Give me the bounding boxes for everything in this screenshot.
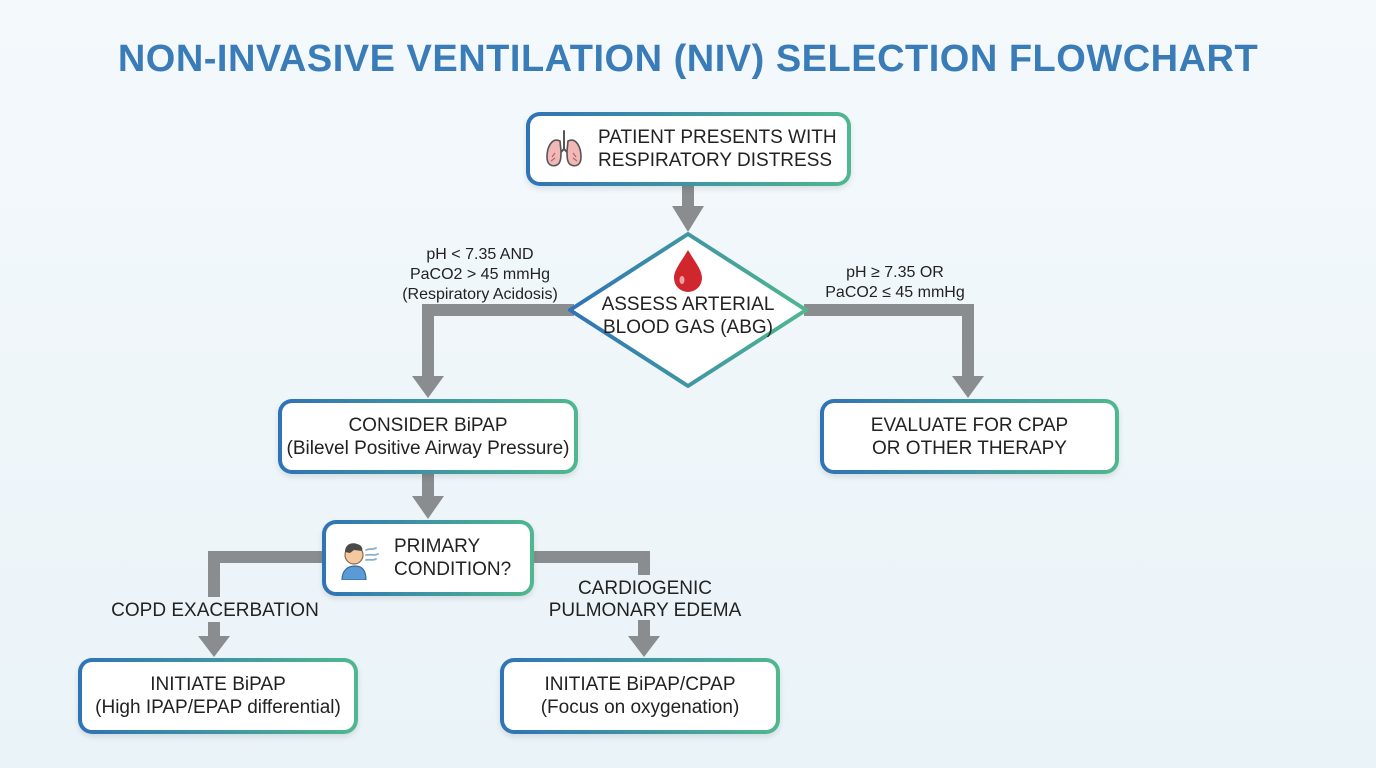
arrowhead-to-copd-result <box>198 636 230 657</box>
patient-breathing-icon <box>341 543 379 580</box>
bipap-line-1: CONSIDER BiPAP <box>348 414 508 436</box>
arrowhead-to-cpap <box>952 376 984 398</box>
abg-line-2: BLOOD GAS (ABG) <box>603 317 773 338</box>
copd-edge-label: COPD EXACERBATION <box>100 600 330 622</box>
normal-edge-label: pH ≥ 7.35 OR PaCO2 ≤ 45 mmHg <box>800 263 990 303</box>
arrowhead-to-edema-result <box>628 636 660 657</box>
abg-decision-text: ASSESS ARTERIAL BLOOD GAS (ABG) <box>588 293 788 339</box>
blood-drop-icon <box>674 250 702 292</box>
normal-line-2: PaCO2 ≤ 45 mmHg <box>825 284 965 301</box>
connector-condition-right-h <box>532 551 650 563</box>
condition-line-2: CONDITION? <box>394 559 512 580</box>
cpap-line-2: OR OTHER THERAPY <box>872 437 1067 459</box>
condition-line-1: PRIMARY <box>394 536 481 557</box>
bipap-line-2: (Bilevel Positive Airway Pressure) <box>286 437 570 459</box>
arrowhead-to-abg <box>672 206 704 232</box>
edema-line-1: CARDIOGENIC <box>577 578 713 599</box>
abg-line-1: ASSESS ARTERIAL <box>601 294 775 315</box>
connector-abg-left-v <box>422 304 434 378</box>
lungs-icon <box>546 130 582 167</box>
connector-condition-left-v1 <box>208 551 220 597</box>
connector-abg-left-h <box>422 304 574 316</box>
acidosis-edge-label: pH < 7.35 AND PaCO2 > 45 mmHg (Respirato… <box>385 245 575 305</box>
edema-result-line-1: INITIATE BiPAP/CPAP <box>544 674 736 695</box>
arrowhead-to-condition <box>412 496 444 519</box>
connector-condition-left-h <box>208 551 324 563</box>
start-line-1: PATIENT PRESENTS WITH <box>598 127 837 148</box>
initiate-bipap-cpap-node: INITIATE BiPAP/CPAP (Focus on oxygenatio… <box>500 658 780 734</box>
primary-condition-node: PRIMARY CONDITION? <box>322 520 534 596</box>
initiate-bipap-node: INITIATE BiPAP (High IPAP/EPAP different… <box>78 658 358 734</box>
cpap-line-1: EVALUATE FOR CPAP <box>870 414 1069 436</box>
connector-condition-right-v1 <box>638 551 650 575</box>
acidosis-line-1: pH < 7.35 AND <box>426 246 534 263</box>
connector-start-abg <box>682 184 694 208</box>
acidosis-line-3: (Respiratory Acidosis) <box>402 286 558 303</box>
arrowhead-to-bipap <box>412 376 444 398</box>
edema-line-2: PULMONARY EDEMA <box>548 600 742 621</box>
copd-line-1: COPD EXACERBATION <box>111 600 319 621</box>
page-title: NON-INVASIVE VENTILATION (NIV) SELECTION… <box>117 38 1259 80</box>
evaluate-cpap-node: EVALUATE FOR CPAP OR OTHER THERAPY <box>820 399 1119 474</box>
connector-bipap-condition <box>422 472 434 498</box>
normal-line-1: pH ≥ 7.35 OR <box>846 264 944 281</box>
connector-condition-left-v2 <box>208 622 220 638</box>
edema-result-line-2: (Focus on oxygenation) <box>540 697 740 718</box>
abg-decision-diamond <box>568 232 808 388</box>
start-line-2: RESPIRATORY DISTRESS <box>598 150 833 171</box>
acidosis-line-2: PaCO2 > 45 mmHg <box>409 266 551 283</box>
copd-result-line-1: INITIATE BiPAP <box>150 674 286 695</box>
copd-result-line-2: (High IPAP/EPAP differential) <box>95 697 341 718</box>
connector-abg-right-h <box>804 304 974 316</box>
connector-abg-right-v <box>962 304 974 378</box>
edema-edge-label: CARDIOGENIC PULMONARY EDEMA <box>530 578 760 622</box>
connector-condition-right-v2 <box>638 620 650 638</box>
consider-bipap-node: CONSIDER BiPAP (Bilevel Positive Airway … <box>278 399 578 474</box>
start-node: PATIENT PRESENTS WITH RESPIRATORY DISTRE… <box>526 112 851 186</box>
